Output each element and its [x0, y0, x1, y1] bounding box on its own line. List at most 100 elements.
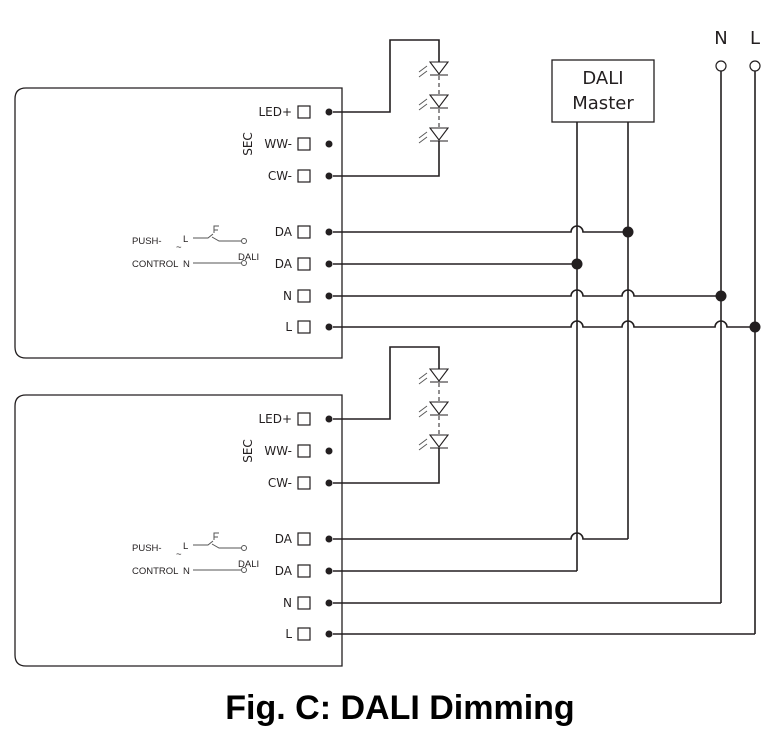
terminal-dot-led-plus	[325, 108, 333, 116]
terminal-label-cw-minus: CW-	[268, 169, 292, 183]
terminal-dot-n	[325, 599, 333, 607]
terminal-dot-ww-minus	[325, 140, 333, 148]
mains-l-terminal	[749, 60, 761, 72]
wiring	[333, 71, 761, 635]
terminal-dot-da-1	[325, 228, 333, 236]
terminal-dot-l	[325, 323, 333, 331]
push-switch-line	[193, 540, 241, 549]
led-icon	[428, 401, 450, 416]
dali-master-label-2: Master	[572, 93, 634, 114]
terminal-dot-da-1	[325, 535, 333, 543]
terminal-label-da-2: DA	[275, 257, 293, 271]
light-emission-icon	[418, 131, 428, 144]
mains-l-label: L	[750, 28, 760, 49]
terminal-block-l	[297, 320, 311, 334]
terminal-block-ww-minus	[297, 137, 311, 151]
terminal-label-l: L	[285, 320, 292, 334]
light-emission-icon	[418, 438, 428, 451]
led-plus-wire	[333, 39, 440, 113]
push-terminal-n	[241, 567, 247, 573]
light-emission-icon	[418, 372, 428, 385]
terminal-dot-l	[325, 630, 333, 638]
terminal-block-da-1	[297, 532, 311, 546]
led-plus-wire	[333, 346, 440, 420]
dali-master-label-1: DALI	[582, 68, 623, 89]
junction-dot	[749, 321, 761, 333]
push-terminal-l	[241, 545, 247, 551]
tilde-label: ~	[176, 242, 182, 253]
terminal-label-da-1: DA	[275, 225, 293, 239]
terminal-label-l: L	[285, 627, 292, 641]
terminal-dot-da-2	[325, 260, 333, 268]
terminal-label-led-plus: LED+	[258, 105, 292, 119]
push-label-2: CONTROL	[132, 566, 178, 577]
terminal-block-ww-minus	[297, 444, 311, 458]
tilde-label: ~	[176, 549, 182, 560]
push-n-label: N	[183, 259, 190, 270]
mains-n-terminal	[715, 60, 727, 72]
sec-label: SEC	[241, 132, 255, 156]
led-icon	[428, 94, 450, 109]
push-label-2: CONTROL	[132, 259, 178, 270]
terminal-dot-cw-minus	[325, 479, 333, 487]
push-l-label: L	[183, 541, 188, 552]
driver-1-da1-wire	[333, 225, 628, 233]
driver-1-n-wire	[333, 289, 721, 297]
light-emission-icon	[418, 65, 428, 78]
terminal-label-ww-minus: WW-	[264, 444, 292, 458]
push-button-icon	[213, 225, 219, 233]
terminal-block-da-1	[297, 225, 311, 239]
mains-n-label: N	[714, 28, 727, 49]
terminal-dot-da-2	[325, 567, 333, 575]
push-button-icon	[213, 532, 219, 540]
terminal-dot-ww-minus	[325, 447, 333, 455]
cw-minus-wire	[333, 141, 440, 177]
led-icon	[428, 61, 450, 76]
terminal-dot-led-plus	[325, 415, 333, 423]
terminal-dot-n	[325, 292, 333, 300]
terminal-label-n: N	[283, 596, 292, 610]
driver-1-box	[14, 87, 343, 359]
sec-label: SEC	[241, 439, 255, 463]
driver-1-l-wire	[333, 320, 755, 328]
terminal-block-cw-minus	[297, 476, 311, 490]
cw-minus-wire	[333, 448, 440, 484]
push-label-1: PUSH-	[132, 236, 162, 247]
led-icon	[428, 127, 450, 142]
led-icon	[428, 368, 450, 383]
push-dali-label: DALI	[238, 252, 259, 263]
push-switch-line	[193, 233, 241, 242]
junction-dot	[571, 258, 583, 270]
driver-2-box	[14, 394, 343, 667]
terminal-label-da-2: DA	[275, 564, 293, 578]
junction-dot	[715, 290, 727, 302]
terminal-block-led-plus	[297, 105, 311, 119]
terminal-block-cw-minus	[297, 169, 311, 183]
junction-dot	[622, 226, 634, 238]
light-emission-icon	[418, 98, 428, 111]
terminal-block-l	[297, 627, 311, 641]
terminal-label-n: N	[283, 289, 292, 303]
terminal-block-n	[297, 289, 311, 303]
terminal-block-da-2	[297, 257, 311, 271]
push-l-label: L	[183, 234, 188, 245]
push-terminal-n	[241, 260, 247, 266]
figure-caption: Fig. C: DALI Dimming	[225, 689, 574, 727]
terminal-block-led-plus	[297, 412, 311, 426]
push-dali-label: DALI	[238, 559, 259, 570]
terminal-label-ww-minus: WW-	[264, 137, 292, 151]
terminal-label-led-plus: LED+	[258, 412, 292, 426]
terminal-label-cw-minus: CW-	[268, 476, 292, 490]
terminal-dot-cw-minus	[325, 172, 333, 180]
terminal-block-n	[297, 596, 311, 610]
push-terminal-l	[241, 238, 247, 244]
terminal-label-da-1: DA	[275, 532, 293, 546]
push-label-1: PUSH-	[132, 543, 162, 554]
terminal-block-da-2	[297, 564, 311, 578]
dali-master-box	[551, 59, 655, 123]
push-n-label: N	[183, 566, 190, 577]
light-emission-icon	[418, 405, 428, 418]
